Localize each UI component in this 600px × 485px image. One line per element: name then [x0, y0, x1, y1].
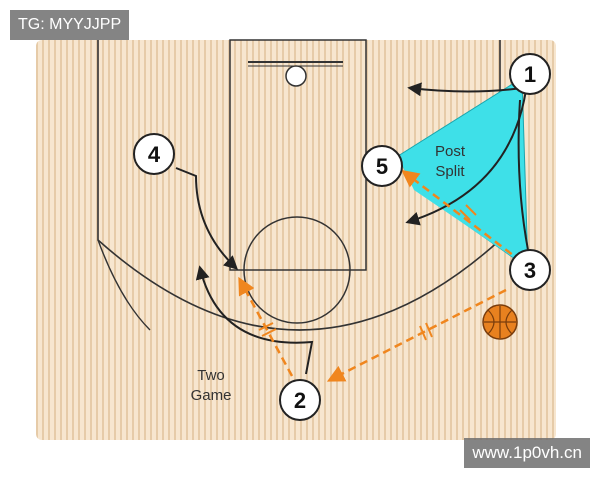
watermark-bottom-right: www.1p0vh.cn	[464, 438, 590, 468]
player-3: 3	[509, 249, 551, 291]
two-game-label-line2: Game	[191, 387, 232, 404]
player-1-label: 1	[524, 62, 536, 87]
basketball-icon	[482, 304, 518, 340]
two-game-label-line1: Two	[197, 367, 225, 384]
player-2-label: 2	[294, 388, 306, 413]
cut-4	[175, 167, 239, 270]
pass-2-to-4	[238, 276, 294, 377]
player-4-label: 4	[148, 142, 161, 167]
outer-arc	[97, 239, 151, 331]
pass-3-to-2	[326, 288, 507, 382]
cut-1-to-top	[407, 82, 523, 97]
post-split-label-line2: Split	[435, 163, 465, 180]
cut-1-through	[405, 89, 527, 226]
cut-3-up	[517, 99, 529, 251]
player-5: 5	[361, 145, 403, 187]
player-1: 1	[509, 53, 551, 95]
player-4: 4	[133, 133, 175, 175]
player-3-label: 3	[524, 258, 536, 283]
rim	[285, 65, 307, 87]
three-point-line	[97, 40, 501, 331]
post-split-label-line1: Post	[435, 143, 466, 160]
watermark-top-left: TG: MYYJJPP	[10, 10, 130, 40]
pass-3-to-5	[401, 169, 523, 263]
player-5-label: 5	[376, 154, 388, 179]
cut-2	[195, 265, 314, 375]
player-2: 2	[279, 379, 321, 421]
free-throw-circle	[243, 216, 351, 324]
